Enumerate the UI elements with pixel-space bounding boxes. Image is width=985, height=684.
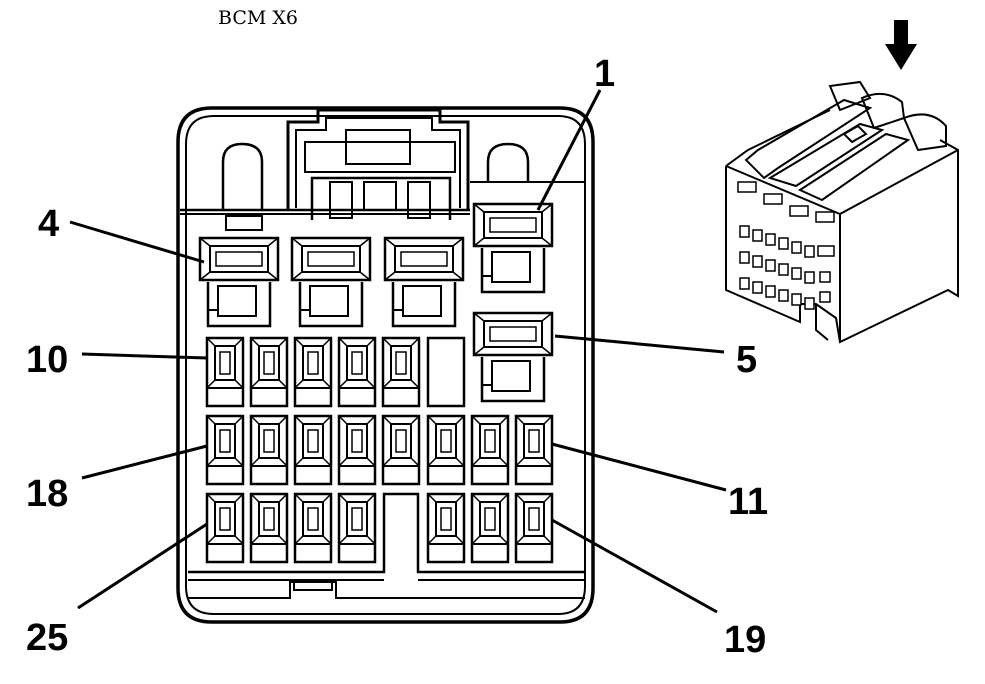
small-terminal-1 [205,336,245,408]
pin-label-19: 19 [724,619,766,661]
connector-3d-hole-2 [763,193,783,205]
leader-pin-4 [69,220,205,264]
connector-3d-hole-12 [752,255,763,268]
small-terminals [205,336,554,564]
large-terminals [198,202,554,403]
blank-cavity [426,336,466,408]
connector-3d-hole-4 [815,211,835,223]
down-arrow-icon [885,20,917,70]
small-terminal-6 [205,414,245,486]
connector-3d-hole-18 [752,281,763,294]
connector-3d-hole-7 [765,233,776,246]
connector-3d-icon [725,80,959,344]
connector-3d-hole-16 [804,271,815,284]
small-terminal-2 [249,336,289,408]
connector-3d-hole-9 [791,241,802,254]
small-terminal-18 [426,492,466,564]
connector-3d-holes [737,181,835,310]
connector-face [176,106,595,624]
connector-3d-hole-1 [737,181,757,193]
connector-3d-hole-21 [791,293,802,306]
large-terminal-5 [472,311,554,403]
connector-3d-hole-11 [739,251,750,264]
small-terminal-19 [470,492,510,564]
small-terminal-10 [381,414,421,486]
small-terminal-16 [293,492,333,564]
connector-3d-hole-19 [765,285,776,298]
connector-3d-hole-13 [765,259,776,272]
leader-pin-1 [536,89,602,211]
connector-3d-hole-23 [817,245,835,257]
small-terminal-13 [514,414,554,486]
pin-label-11: 11 [728,481,768,523]
small-terminal-20 [514,492,554,564]
connector-latch [286,108,470,220]
pin-label-1: 1 [594,53,615,95]
connector-3d-hole-20 [778,289,789,302]
leader-lines [69,89,727,614]
connector-3d-hole-17 [739,277,750,290]
leader-pin-5 [554,334,725,354]
large-terminal-4 [472,202,554,294]
leader-pin-11 [551,442,727,492]
large-terminal-3 [383,236,465,328]
connector-3d-hole-3 [789,205,809,217]
large-terminal-2 [290,236,372,328]
small-terminal-12 [470,414,510,486]
small-terminal-5 [381,336,421,408]
connector-3d-hole-25 [819,291,831,303]
small-terminal-11 [426,414,466,486]
large-terminal-1 [198,236,280,328]
pin-label-18: 18 [26,473,68,515]
leader-pin-10 [81,352,208,360]
pin-label-4: 4 [38,203,59,245]
connector-3d-hole-22 [804,297,815,310]
small-terminal-17 [337,492,377,564]
connector-3d-hole-10 [804,245,815,258]
connector-3d-hole-5 [739,225,750,238]
leader-pin-19 [551,518,718,614]
small-terminal-8 [293,414,333,486]
pin-label-10: 10 [26,339,68,381]
pin-label-25: 25 [26,617,68,659]
small-terminal-14 [205,492,245,564]
diagram-title: BCM X6 [218,7,298,29]
pin-label-5: 5 [736,339,757,381]
leader-pin-18 [81,444,208,480]
connector-3d-hole-14 [778,263,789,276]
leader-pin-25 [77,522,208,610]
small-terminal-4 [337,336,377,408]
small-terminal-15 [249,492,289,564]
small-terminal-7 [249,414,289,486]
connector-3d-hole-24 [819,271,831,283]
small-terminal-9 [337,414,377,486]
connector-3d-hole-15 [791,267,802,280]
connector-3d-hole-6 [752,229,763,242]
connector-3d-hole-8 [778,237,789,250]
small-terminal-3 [293,336,333,408]
